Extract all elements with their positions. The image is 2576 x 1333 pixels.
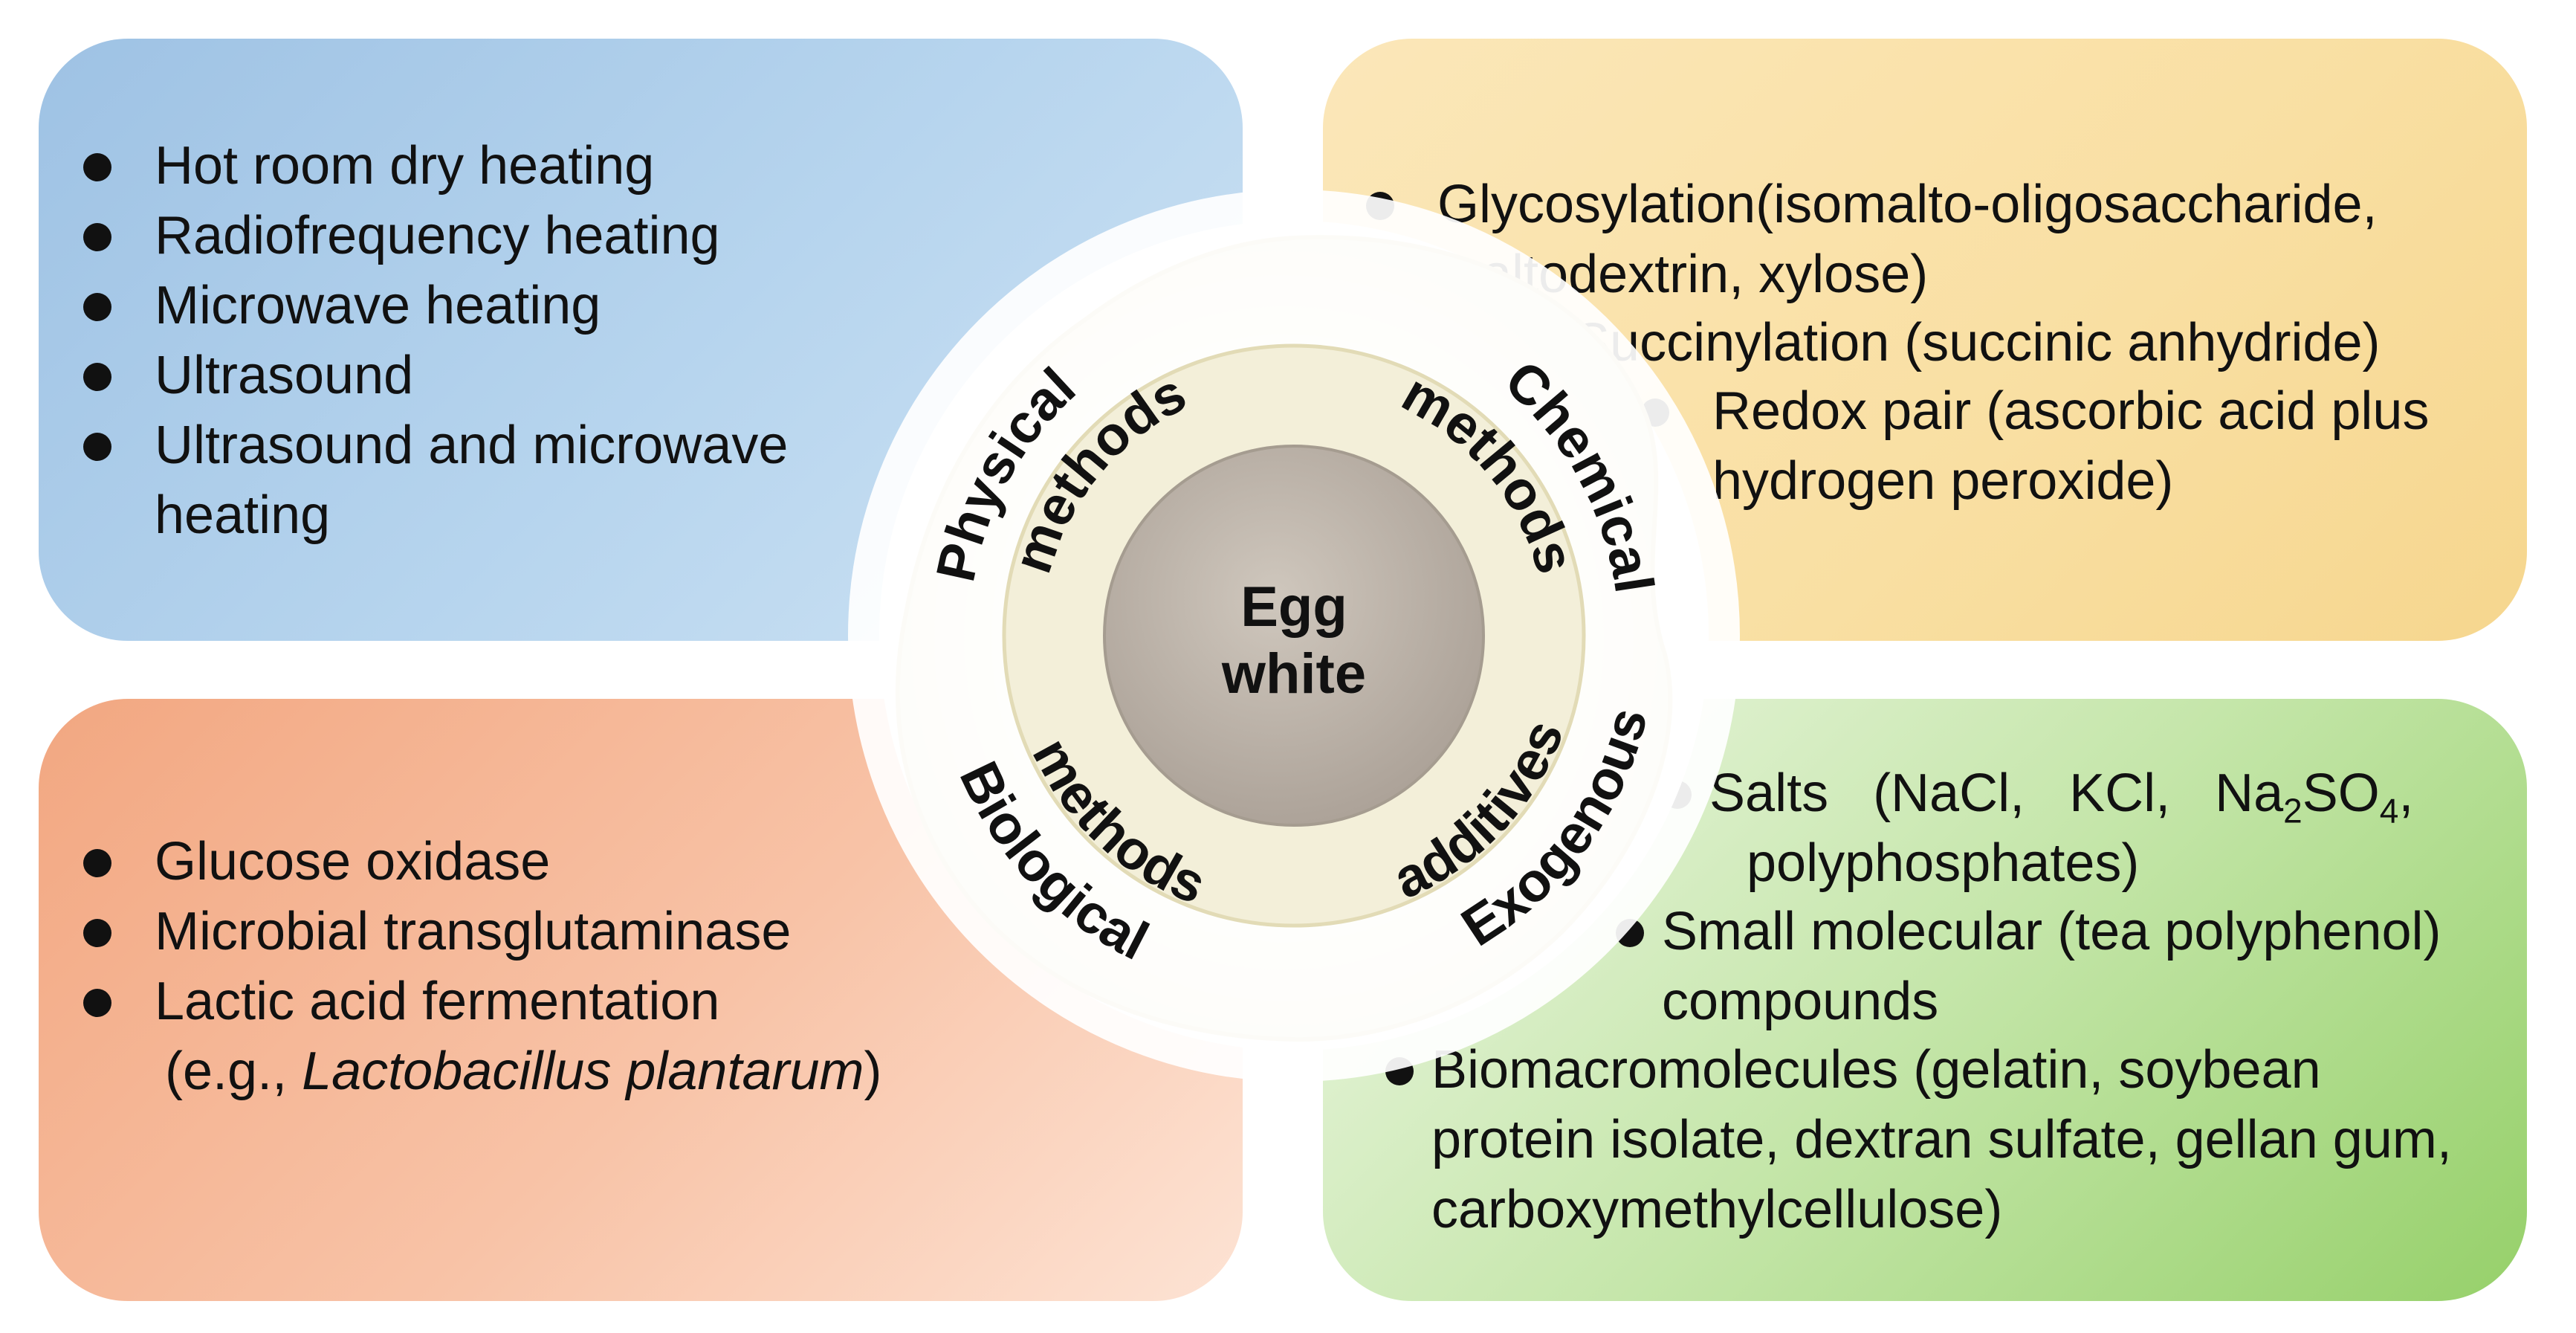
list-item: Microwave heating [83,271,788,340]
center-label-line2: white [1221,642,1366,706]
bullet-icon [83,989,111,1017]
label-ring [848,190,1740,1082]
list-item: Microbial transglutaminase [83,897,881,966]
bullet-icon [83,433,111,461]
bullet-icon [83,153,111,181]
bullet-icon [83,363,111,391]
list-item: Glucose oxidase [83,827,881,897]
list-item: Radiofrequency heating [83,201,788,271]
yolk [1103,445,1485,827]
center-label-line1: Egg [1240,575,1347,639]
bullet-icon [83,919,111,947]
bullet-icon [83,223,111,251]
list-item: Ultrasound [83,340,788,410]
bullet-icon [83,849,111,877]
physical-methods-list: Hot room dry heating Radiofrequency heat… [83,131,788,550]
list-item: Lactic acid fermentation(e.g., Lactobaci… [83,966,881,1106]
list-item: Hot room dry heating [83,131,788,201]
biological-methods-list: Glucose oxidase Microbial transglutamina… [83,827,881,1106]
bullet-icon [83,293,111,321]
